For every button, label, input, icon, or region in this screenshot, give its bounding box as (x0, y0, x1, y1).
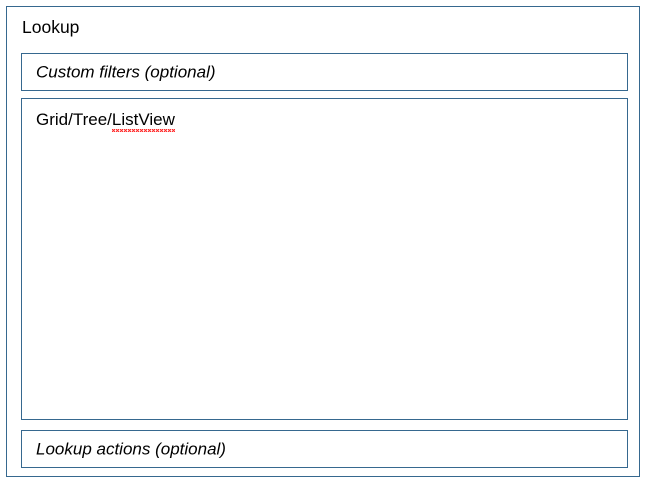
lookup-actions-label: Lookup actions (optional) (36, 439, 226, 459)
grid-tree-listview-region[interactable]: Grid/Tree/ListView (21, 98, 628, 420)
grid-label-prefix: Grid/Tree/ (36, 110, 112, 129)
page-title: Lookup (22, 17, 80, 37)
custom-filters-region[interactable]: Custom filters (optional) (21, 53, 628, 91)
grid-tree-listview-label: Grid/Tree/ListView (36, 109, 175, 132)
lookup-panel: Lookup Custom filters (optional) Grid/Tr… (6, 6, 640, 477)
grid-label-misspelled-word: ListView (111, 110, 175, 132)
lookup-actions-region[interactable]: Lookup actions (optional) (21, 430, 628, 468)
custom-filters-label: Custom filters (optional) (36, 62, 216, 82)
